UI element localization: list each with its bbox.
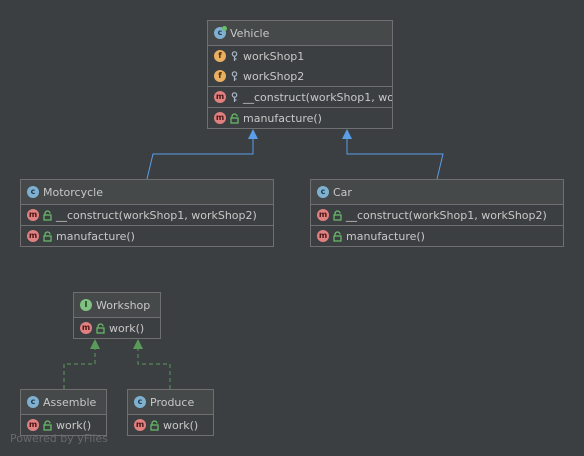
method-icon: m — [27, 230, 39, 242]
method-row[interactable]: m __construct(workShop1, work — [208, 87, 392, 107]
fields-section: f workShop1 f workShop2 — [208, 45, 392, 86]
abstract-method-icon: m — [80, 322, 92, 334]
method-row[interactable]: m manufacture() — [21, 226, 273, 246]
class-node-motorcycle[interactable]: c Motorcycle m __construct(workShop1, wo… — [20, 179, 274, 247]
method-row[interactable]: m __construct(workShop1, workShop2) — [21, 205, 273, 225]
methods-section: m work() — [74, 317, 160, 338]
method-icon: m — [214, 112, 226, 124]
field-icon: f — [214, 70, 226, 82]
class-node-produce[interactable]: c Produce m work() — [127, 389, 214, 436]
methods-section: m work() — [21, 414, 106, 435]
key-icon — [231, 91, 238, 102]
public-lock-icon — [333, 209, 342, 221]
public-lock-icon — [333, 230, 342, 242]
class-header[interactable]: c Assemble — [21, 390, 106, 414]
method-name: work() — [163, 418, 199, 432]
method-name: manufacture() — [346, 229, 425, 243]
class-header[interactable]: c Vehicle — [208, 21, 392, 45]
edge-motorcycle-vehicle-arrow — [248, 129, 258, 139]
class-name: Motorcycle — [43, 185, 103, 199]
method-name: manufacture() — [243, 111, 322, 125]
constructor-section: m __construct(workShop1, work — [208, 86, 392, 107]
method-row[interactable]: m manufacture() — [208, 108, 392, 128]
interface-node-workshop[interactable]: I Workshop m work() — [73, 292, 161, 339]
class-header[interactable]: c Car — [311, 180, 563, 204]
key-icon — [231, 70, 238, 81]
public-lock-icon — [230, 112, 239, 124]
field-row[interactable]: f workShop2 — [208, 66, 392, 86]
method-icon: m — [27, 209, 39, 221]
method-name: manufacture() — [56, 229, 135, 243]
class-name: Assemble — [43, 395, 97, 409]
class-node-assemble[interactable]: c Assemble m work() — [20, 389, 107, 436]
method-icon: m — [317, 209, 329, 221]
methods-section: m manufacture() — [208, 107, 392, 128]
methods-section: m work() — [128, 414, 213, 435]
field-name: workShop2 — [243, 69, 305, 83]
method-row[interactable]: m work() — [74, 318, 160, 338]
class-icon: c — [134, 396, 146, 408]
method-icon: m — [134, 419, 146, 431]
field-name: workShop1 — [243, 49, 305, 63]
public-lock-icon — [43, 419, 52, 431]
class-node-car[interactable]: c Car m __construct(workShop1, workShop2… — [310, 179, 564, 247]
class-icon: c — [317, 186, 329, 198]
edge-car-vehicle-arrow — [342, 129, 352, 139]
method-name: __construct(workShop1, workShop2) — [56, 208, 257, 222]
class-node-vehicle[interactable]: c Vehicle f workShop1 f workShop2 m __co… — [207, 20, 393, 129]
field-icon: f — [214, 50, 226, 62]
abstract-class-icon: c — [214, 26, 227, 39]
edge-produce-workshop-arrow — [133, 339, 143, 349]
class-name: Vehicle — [230, 26, 270, 40]
edge-motorcycle-vehicle — [146, 138, 254, 180]
method-icon: m — [27, 419, 39, 431]
watermark: Powered by yFiles — [10, 432, 108, 445]
method-row[interactable]: m work() — [21, 415, 106, 435]
methods-section: m manufacture() — [21, 225, 273, 246]
public-lock-icon — [43, 230, 52, 242]
interface-icon: I — [80, 299, 92, 311]
edge-assemble-workshop-arrow — [90, 339, 100, 349]
method-row[interactable]: m work() — [128, 415, 213, 435]
edge-assemble-workshop — [63, 348, 96, 389]
method-row[interactable]: m manufacture() — [311, 226, 563, 246]
method-name: work() — [109, 321, 145, 335]
constructor-section: m __construct(workShop1, workShop2) — [21, 204, 273, 225]
edge-car-vehicle — [346, 138, 444, 180]
public-lock-icon — [96, 322, 105, 334]
public-lock-icon — [150, 419, 159, 431]
class-name: Workshop — [96, 298, 151, 312]
class-icon: c — [27, 396, 39, 408]
method-name: work() — [56, 418, 92, 432]
method-name: __construct(workShop1, work — [243, 90, 392, 104]
edge-produce-workshop — [137, 348, 171, 389]
class-icon: c — [27, 186, 39, 198]
method-row[interactable]: m __construct(workShop1, workShop2) — [311, 205, 563, 225]
method-icon: m — [214, 91, 226, 103]
class-name: Produce — [150, 395, 195, 409]
class-name: Car — [333, 185, 352, 199]
methods-section: m manufacture() — [311, 225, 563, 246]
key-icon — [231, 50, 238, 61]
method-name: __construct(workShop1, workShop2) — [346, 208, 547, 222]
public-lock-icon — [43, 209, 52, 221]
method-icon: m — [317, 230, 329, 242]
class-header[interactable]: c Produce — [128, 390, 213, 414]
constructor-section: m __construct(workShop1, workShop2) — [311, 204, 563, 225]
class-header[interactable]: I Workshop — [74, 293, 160, 317]
class-header[interactable]: c Motorcycle — [21, 180, 273, 204]
field-row[interactable]: f workShop1 — [208, 46, 392, 66]
